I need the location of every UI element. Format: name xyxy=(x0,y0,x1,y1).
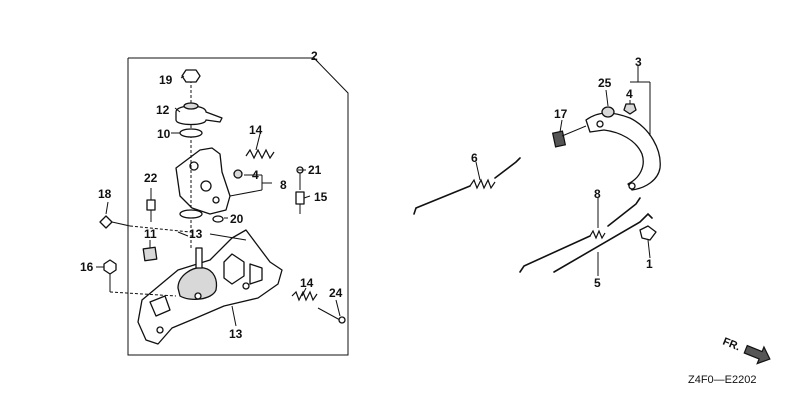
front-direction-label: FR. xyxy=(721,336,742,354)
label-5: 5 xyxy=(594,276,601,290)
label-9: 10 xyxy=(157,127,171,141)
spring-14 xyxy=(291,290,318,302)
label-17: 16 xyxy=(80,260,94,274)
rod-6 xyxy=(413,157,521,215)
label-21: 20 xyxy=(230,212,244,226)
clip-21 xyxy=(212,215,224,223)
bolt-23 xyxy=(146,199,156,222)
label-19: 18 xyxy=(98,187,112,201)
label-22: 21 xyxy=(308,163,322,177)
governor-plate xyxy=(137,229,283,345)
governor-stack xyxy=(175,69,223,248)
diagram-code: Z4F0—E2202 xyxy=(688,374,756,386)
label-20: 19 xyxy=(159,73,173,87)
label-10: 12 xyxy=(156,103,170,117)
bolt-22 xyxy=(296,166,304,190)
screw-18 xyxy=(551,125,587,148)
label-2: 2 xyxy=(311,49,318,63)
nut-4b xyxy=(623,103,637,115)
label-15: 14 xyxy=(249,123,263,137)
bolt-24 xyxy=(317,307,346,324)
pin-16 xyxy=(295,191,305,214)
label-13: 13 xyxy=(229,327,243,341)
washer-9 xyxy=(179,128,203,138)
nut-11 xyxy=(142,246,158,262)
label-16: 15 xyxy=(314,190,328,204)
bolt-19 xyxy=(99,215,191,233)
front-direction-marker: FR. xyxy=(721,336,771,365)
rod-7 xyxy=(519,197,641,273)
label-25: 25 xyxy=(598,76,612,90)
bracket-3 xyxy=(585,112,661,191)
arrow-right-icon xyxy=(743,344,771,365)
label-4: 4 xyxy=(252,168,259,182)
governor-arm xyxy=(175,147,231,215)
nut-4a xyxy=(233,169,243,179)
label-7: 8 xyxy=(594,187,601,201)
label-11: 11 xyxy=(144,227,157,241)
assembly-frame xyxy=(127,57,349,356)
rod-5 xyxy=(553,212,653,273)
label-4-right: 4 xyxy=(626,87,633,101)
bolt-17 xyxy=(103,259,177,297)
label-6: 6 xyxy=(471,151,478,165)
spring-15 xyxy=(245,148,275,160)
label-12: 13 xyxy=(189,227,203,241)
clip-1 xyxy=(639,225,657,241)
leader-lines xyxy=(96,57,651,327)
label-18: 17 xyxy=(554,107,568,121)
label-3: 3 xyxy=(635,55,642,69)
nut-20 xyxy=(181,69,201,83)
nut-25 xyxy=(601,106,615,118)
part-labels: 2 19 12 10 14 4 8 21 15 20 22 18 11 13 1… xyxy=(80,49,653,341)
label-24: 24 xyxy=(329,286,343,300)
label-23: 22 xyxy=(144,171,158,185)
label-8: 8 xyxy=(280,178,287,192)
label-1: 1 xyxy=(646,257,653,271)
flange-10 xyxy=(175,105,223,126)
label-14: 14 xyxy=(300,276,314,290)
